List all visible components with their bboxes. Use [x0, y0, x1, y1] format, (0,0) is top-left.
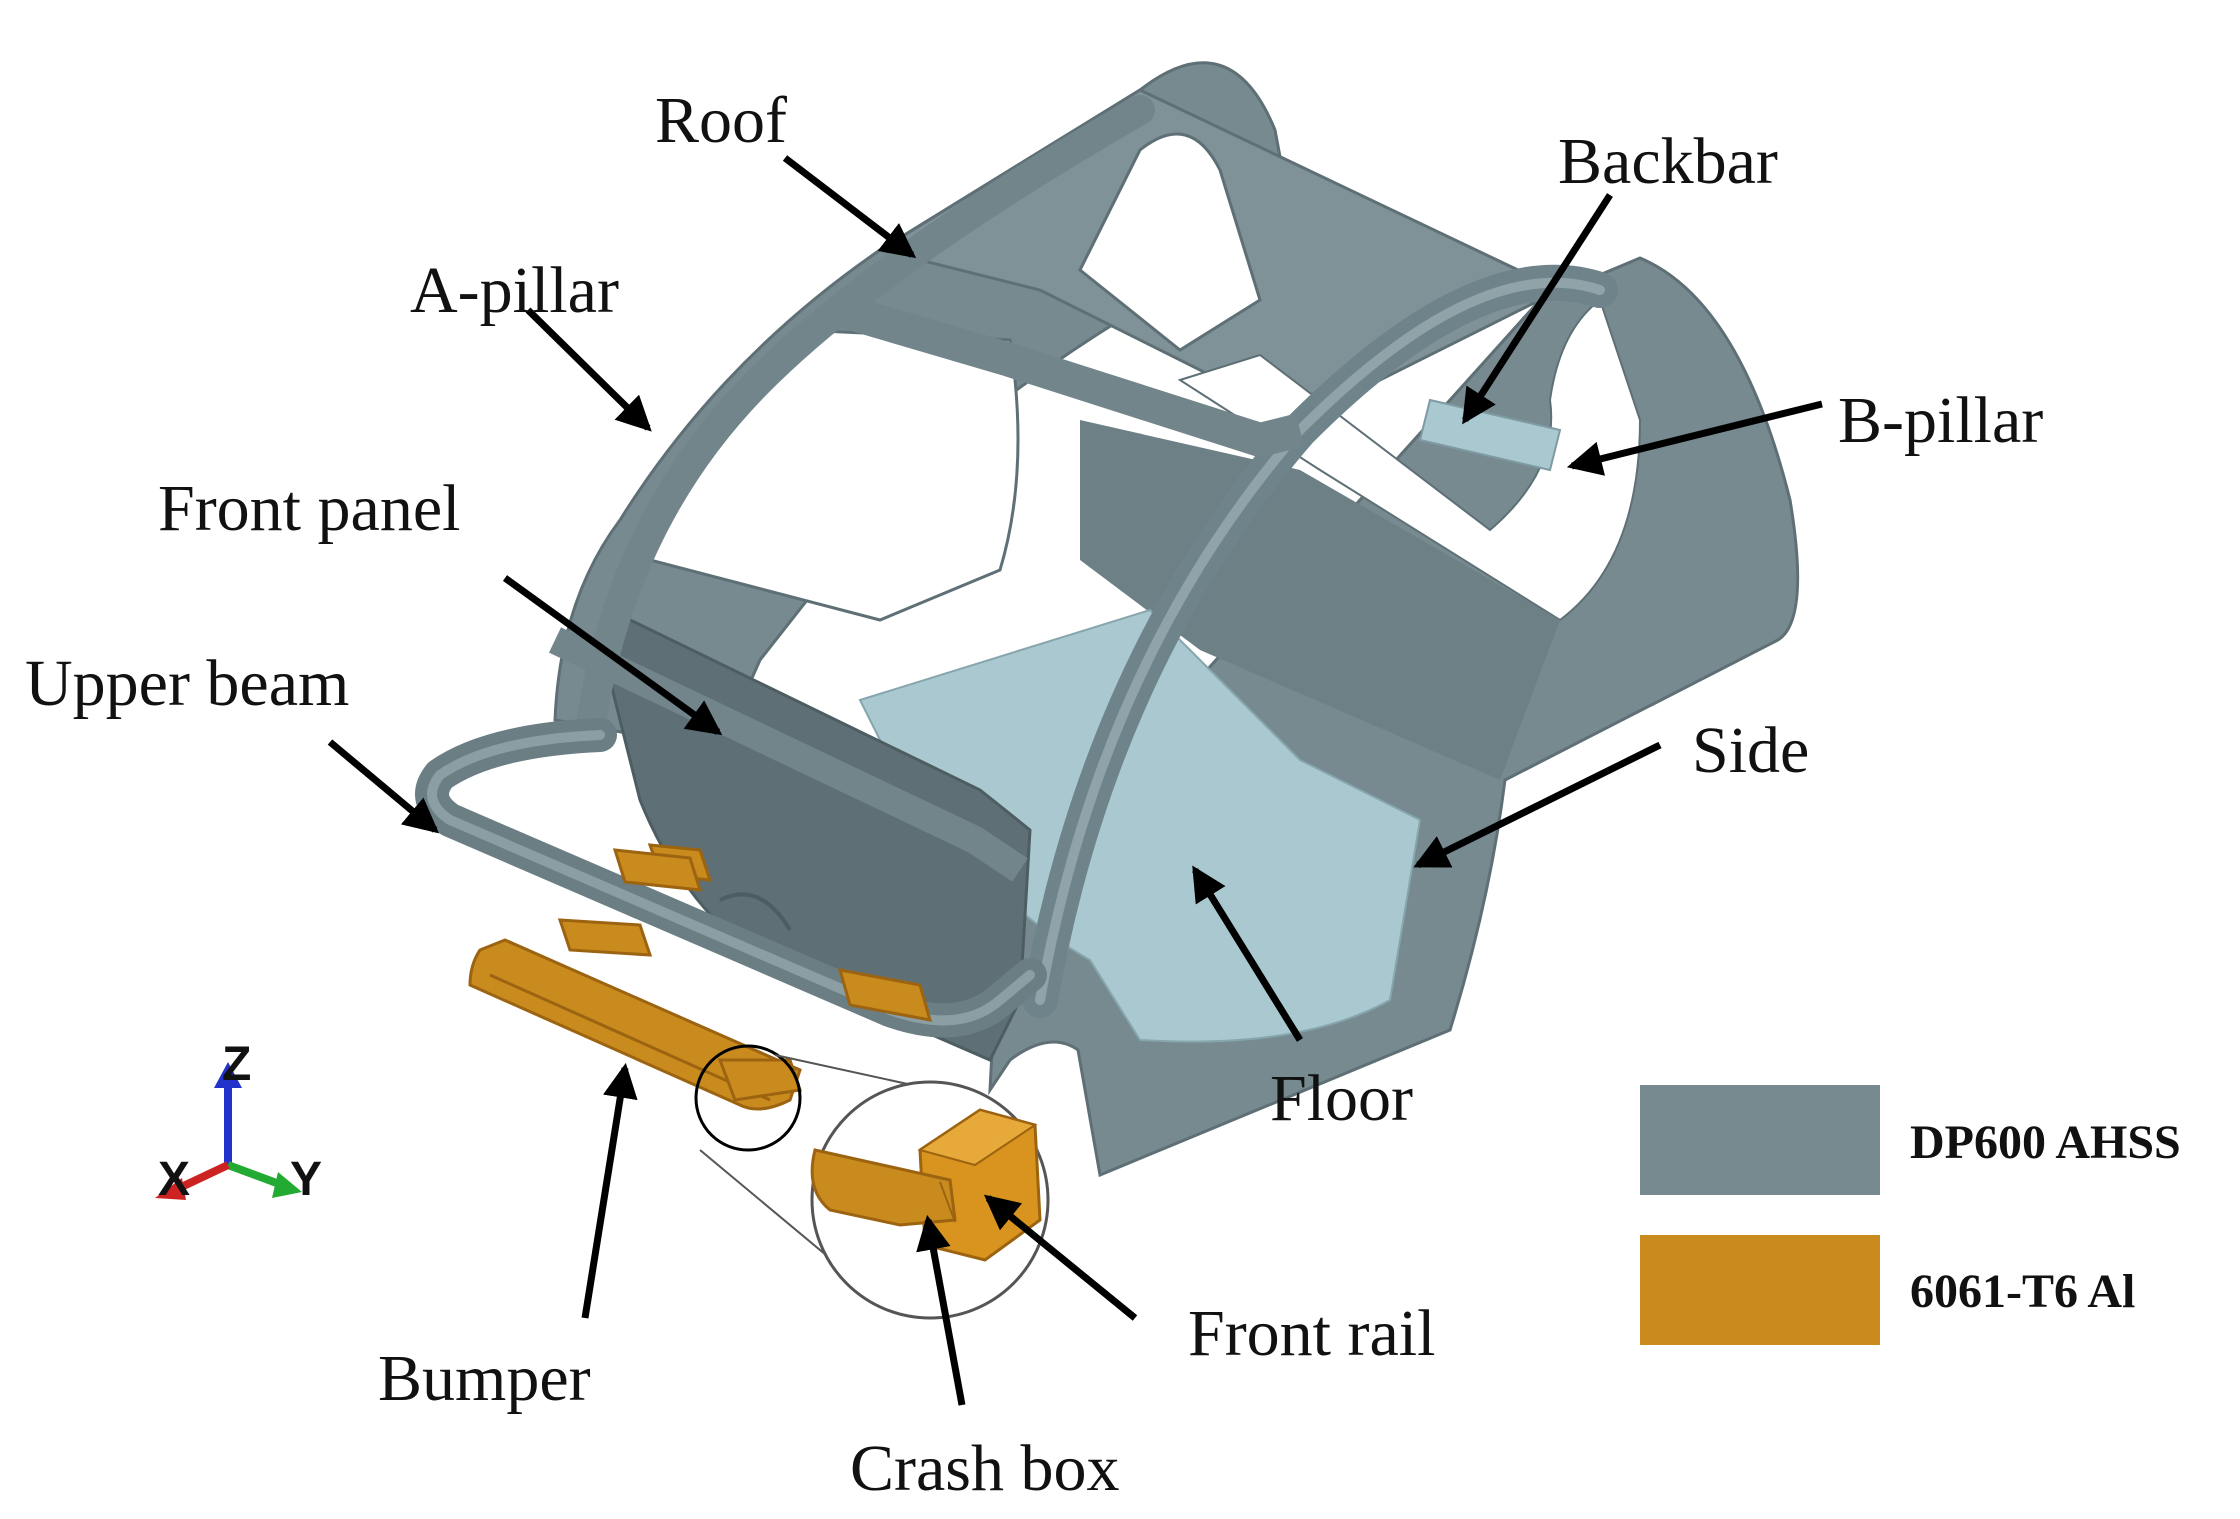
label-front-panel: Front panel: [158, 472, 460, 545]
label-upper-beam: Upper beam: [25, 647, 349, 720]
label-roof: Roof: [655, 84, 787, 157]
backbar: [1418, 398, 1562, 472]
leader-arrows: [327, 155, 1823, 1406]
label-floor: Floor: [1270, 1062, 1413, 1135]
x-axis-label: X: [158, 1153, 190, 1206]
a-pillar: [575, 95, 1155, 745]
front-crash-structure: [468, 843, 933, 1152]
y-axis-line: [226, 1161, 284, 1189]
floor-arrow: [1192, 865, 1303, 1042]
legend-swatch-dp600: [1640, 1085, 1880, 1195]
label-a-pillar: A-pillar: [410, 254, 619, 327]
coordinate-triad: Z X Y: [155, 1038, 322, 1206]
label-front-rail: Front rail: [1188, 1297, 1435, 1370]
a-pillar-arrow: [525, 307, 652, 432]
rear-opening: [1177, 298, 1642, 622]
label-backbar: Backbar: [1558, 125, 1778, 198]
b-pillar-arrow: [1566, 400, 1823, 476]
detail-callout-circle: [694, 1044, 802, 1152]
bumper-arrow: [581, 1062, 638, 1319]
backbar-arrow: [1462, 193, 1613, 425]
label-b-pillar: B-pillar: [1838, 384, 2043, 457]
z-axis-arrow-icon: [214, 1062, 242, 1088]
roof-front-beam: [835, 293, 1305, 458]
x-axis-line: [173, 1161, 230, 1194]
y-axis-label: Y: [290, 1153, 322, 1206]
label-crash-box: Crash box: [850, 1432, 1119, 1505]
material-legend: DP600 AHSS 6061-T6 Al: [1640, 1085, 2181, 1345]
rear-wall: [1080, 420, 1560, 780]
crash-box-left: [557, 918, 653, 957]
front-panel-arrow: [502, 575, 723, 736]
bumper-beam: [468, 938, 802, 1111]
side-arrow: [1413, 741, 1662, 869]
legend-label-dp600: DP600 AHSS: [1910, 1116, 2181, 1169]
label-bumper: Bumper: [378, 1342, 591, 1415]
x-axis-arrow-icon: [155, 1178, 186, 1200]
legend-swatch-aluminium: [1640, 1235, 1880, 1345]
roof-opening: [1078, 132, 1262, 352]
crash-box-arrow: [916, 1214, 966, 1406]
label-side: Side: [1692, 714, 1809, 787]
front-rail-right: [837, 968, 933, 1022]
upper-beam-arrow: [327, 739, 440, 834]
y-axis-arrow-icon: [272, 1172, 302, 1198]
z-axis-label: Z: [222, 1038, 251, 1091]
roof-arrow: [782, 155, 917, 259]
part-labels: Roof Backbar A-pillar B-pillar Front pan…: [25, 84, 2043, 1505]
front-rail-arrow: [983, 1194, 1138, 1321]
legend-label-aluminium: 6061-T6 Al: [1910, 1265, 2135, 1318]
